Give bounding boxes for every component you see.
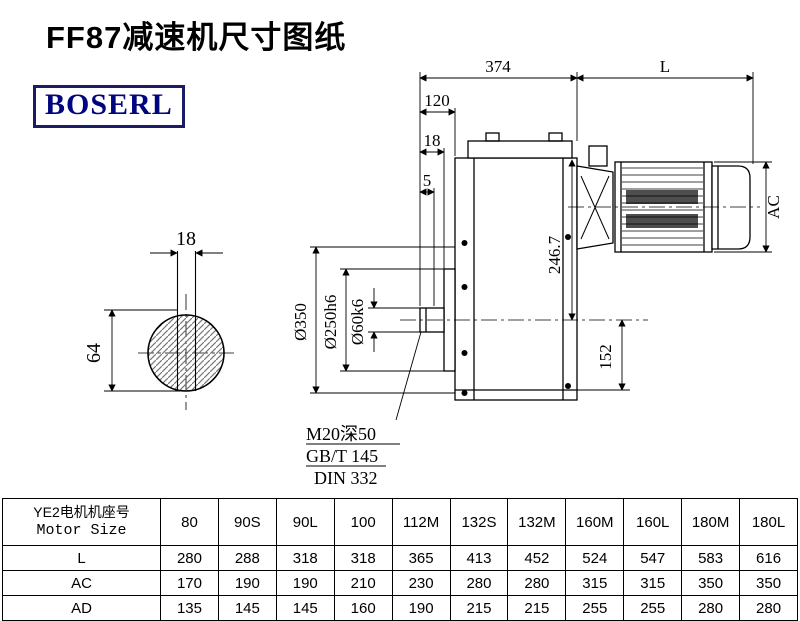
row-label: L [2,545,161,571]
thread-leader-line [395,331,422,421]
size-cell: 616 [739,545,798,571]
size-cell: 280 [160,545,219,571]
dim-152-label: 152 [596,344,615,370]
stator-band [626,190,698,204]
size-cell: 210 [333,570,393,596]
size-cell: 280 [681,595,741,621]
flange-bolt [461,240,468,246]
size-cell: 215 [449,595,509,621]
dim-AC-label: AC [764,195,783,219]
column-header: 160L [623,498,683,546]
column-header: 180L [739,498,798,546]
column-header: 132S [449,498,509,546]
column-header: 80 [160,498,219,546]
brand-logo: BOSERL [33,85,185,128]
housing-bolt [565,234,571,240]
lifting-lug [588,145,608,167]
column-header: 180M [681,498,741,546]
size-cell: 452 [507,545,567,571]
dim-120-label: 120 [424,91,450,110]
size-cell: 288 [217,545,277,571]
size-cell: 365 [391,545,451,571]
shaft-height-dim-label: 64 [83,343,105,363]
motor-size-header-cn: YE2电机机座号 [33,504,130,521]
column-header: 112M [391,498,451,546]
motor-size-header-en: Motor Size [36,522,127,540]
size-cell: 315 [623,570,683,596]
shaft-section-circle [147,314,225,392]
dim-o60-label: Ø60k6 [348,299,367,345]
column-header: 100 [333,498,393,546]
column-header: 160M [565,498,625,546]
shaft-width-dim-label: 18 [176,228,196,250]
size-cell: 280 [739,595,798,621]
housing-bolt [565,383,571,389]
dim-o350-label: Ø350 [291,303,310,341]
dim-5-label: 5 [423,171,432,190]
row-label: AD [2,595,161,621]
size-cell: 160 [333,595,393,621]
size-cell: 190 [217,570,277,596]
size-cell: 583 [681,545,741,571]
dimension-lines [306,72,772,467]
thread-note: M20深50 [306,424,376,444]
dim-o250-label: Ø250h6 [321,295,340,350]
page-title: FF87减速机尺寸图纸 [46,20,347,55]
size-cell: 280 [507,570,567,596]
size-cell: 350 [739,570,798,596]
column-header: 90L [275,498,335,546]
size-cell: 230 [391,570,451,596]
size-cell: 170 [160,570,219,596]
column-header: 132M [507,498,567,546]
dimension-drawing: 18 64 [83,57,783,488]
dim-374-label: 374 [485,57,511,76]
size-cell: 135 [160,595,219,621]
shaft-cross-section [104,249,234,410]
dim-L-label: L [660,57,670,76]
size-cell: 315 [565,570,625,596]
cover-bolt [548,132,563,142]
cover-bolt [485,132,500,142]
flange-bolt [461,350,468,356]
size-cell: 350 [681,570,741,596]
size-cell: 318 [275,545,335,571]
size-cell: 280 [449,570,509,596]
size-cell: 255 [623,595,683,621]
dim-18-label: 18 [424,131,441,150]
stator-band [626,214,698,228]
size-cell: 524 [565,545,625,571]
flange-bolt [461,284,468,290]
fan-cowl [711,165,751,250]
size-cell: 190 [275,570,335,596]
din-standard-note: DIN 332 [314,468,378,488]
cooling-fins [622,167,703,246]
size-cell: 547 [623,545,683,571]
column-header: 90S [217,498,277,546]
size-cell: 215 [507,595,567,621]
size-cell: 145 [217,595,277,621]
dim-246-7-label: 246.7 [545,235,564,274]
row-label: AC [2,570,161,596]
size-cell: 318 [333,545,393,571]
size-cell: 413 [449,545,509,571]
size-cell: 145 [275,595,335,621]
centerlines [400,206,760,321]
gb-standard-note: GB/T 145 [306,446,378,466]
flange-bolt [461,390,468,396]
size-cell: 190 [391,595,451,621]
size-cell: 255 [565,595,625,621]
